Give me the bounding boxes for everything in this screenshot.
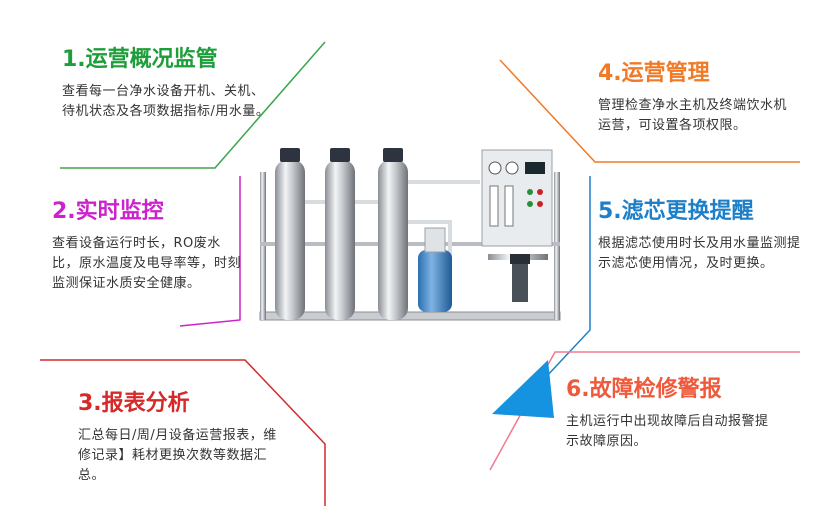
filter-tank bbox=[275, 160, 305, 320]
feature-operation-management: 4.运营管理 管理检查净水主机及终端饮水机运营，可设置各项权限。 bbox=[598, 60, 798, 136]
water-purifier-image bbox=[259, 148, 561, 321]
frame-line-magenta bbox=[179, 176, 241, 327]
feature-description: 根据滤芯使用时长及用水量监测提示滤芯使用情况，及时更换。 bbox=[598, 236, 801, 271]
feature-description: 主机运行中出现故障后自动报警提示故障原因。 bbox=[566, 414, 769, 449]
feature-title: 3.报表分析 bbox=[78, 391, 190, 416]
feature-title: 5.滤芯更换提醒 bbox=[598, 199, 754, 224]
feature-title: 4.运营管理 bbox=[598, 61, 710, 86]
feature-filter-reminder: 5.滤芯更换提醒 根据滤芯使用时长及用水量监测提示滤芯使用情况，及时更换。 bbox=[598, 198, 803, 274]
filter-tank bbox=[325, 160, 355, 320]
pump bbox=[512, 260, 528, 302]
frame-line-green bbox=[60, 41, 326, 169]
feature-description: 管理检查净水主机及终端饮水机运营，可设置各项权限。 bbox=[598, 98, 788, 133]
feature-description: 汇总每日/周/月设备运营报表，维修记录】耗材更换次数等数据汇总。 bbox=[78, 428, 277, 483]
feature-operation-overview: 1.运营概况监管 查看每一台净水设备开机、关机、待机状态及各项数据指标/用水量。 bbox=[62, 46, 272, 122]
filter-tank bbox=[378, 160, 408, 320]
frame-line-orange bbox=[499, 59, 800, 163]
feature-report-analysis: 3.报表分析 汇总每日/周/月设备运营报表，维修记录】耗材更换次数等数据汇总。 bbox=[78, 390, 288, 486]
frame-line-red bbox=[40, 359, 326, 506]
feature-title: 6.故障检修警报 bbox=[566, 377, 722, 402]
frame-line-pink bbox=[489, 351, 800, 471]
feature-description: 查看每一台净水设备开机、关机、待机状态及各项数据指标/用水量。 bbox=[62, 84, 270, 119]
feature-realtime-monitoring: 2.实时监控 查看设备运行时长，RO废水比，原水温度及电导率等，时刻监测保证水质… bbox=[52, 198, 242, 294]
feature-title: 1.运营概况监管 bbox=[62, 47, 218, 72]
triangle-marker-icon bbox=[492, 360, 554, 418]
frame-line-blue bbox=[544, 176, 591, 379]
pressure-tank bbox=[418, 250, 452, 312]
feature-description: 查看设备运行时长，RO废水比，原水温度及电导率等，时刻监测保证水质安全健康。 bbox=[52, 236, 242, 291]
feature-fault-alarm: 6.故障检修警报 主机运行中出现故障后自动报警提示故障原因。 bbox=[566, 376, 781, 452]
feature-title: 2.实时监控 bbox=[52, 199, 164, 224]
